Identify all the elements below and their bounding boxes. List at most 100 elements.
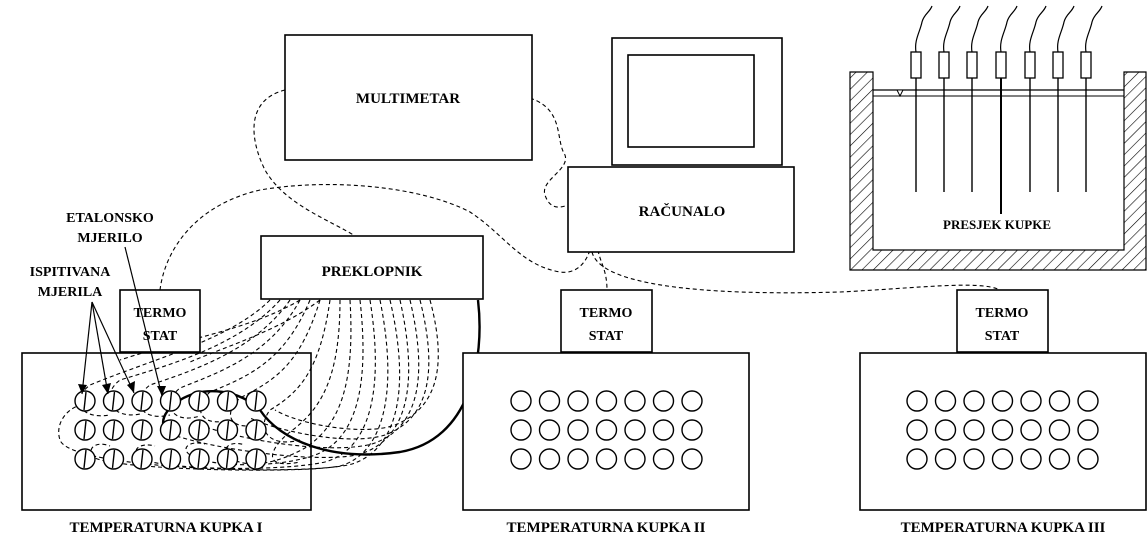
inserted-sensor	[140, 391, 144, 411]
thermostat-2-line1: TERMO	[580, 306, 633, 321]
ispitivana-line2: MJERILA	[38, 285, 103, 300]
dashed-cables	[58, 89, 1001, 471]
bath-hole	[963, 419, 985, 441]
bath-hole	[991, 390, 1014, 412]
bath-hole	[624, 448, 646, 470]
thermostat-1-line2: STAT	[143, 329, 178, 344]
inserted-sensor	[254, 449, 258, 469]
bath-3-holes	[906, 390, 1099, 470]
etalonsko-line2: MJERILO	[77, 231, 142, 246]
bath-hole	[624, 419, 646, 441]
bath-hole	[1077, 419, 1099, 441]
thermostat-3-line2: STAT	[985, 329, 1020, 344]
bath-hole	[1048, 448, 1071, 470]
thermostat-1-line1: TERMO	[134, 306, 187, 321]
probe	[1080, 5, 1103, 192]
bath-hole	[510, 448, 532, 470]
cross-section-label: PRESJEK KUPKE	[943, 217, 1051, 232]
bath-2	[462, 352, 750, 511]
bath-hole	[906, 419, 928, 441]
reference-sensor-cable	[161, 299, 481, 456]
inserted-sensor	[197, 449, 201, 469]
probe	[938, 5, 961, 192]
bath-hole	[595, 390, 618, 412]
bath-2-caption: TEMPERATURNA KUPKA II	[507, 520, 706, 536]
inserted-sensor	[140, 420, 144, 440]
bath-1-caption: TEMPERATURNA KUPKA I	[69, 520, 262, 536]
probe-row	[910, 5, 1103, 232]
multimeter-label: MULTIMETAR	[356, 91, 460, 107]
inserted-sensor	[168, 391, 173, 411]
bath-hole	[934, 390, 957, 412]
bath-hole	[934, 448, 957, 470]
inserted-sensor	[140, 449, 144, 469]
bath-hole	[595, 448, 618, 470]
bath-hole	[567, 448, 589, 470]
inserted-sensor	[168, 420, 173, 440]
bath-hole	[652, 390, 675, 412]
bath-hole	[906, 448, 928, 470]
bath-hole	[681, 448, 703, 470]
bath-hole	[1048, 390, 1071, 412]
annotation-tested-sensors: ISPITIVANA MJERILA	[30, 265, 135, 395]
inserted-sensor	[225, 449, 230, 469]
probe	[1052, 5, 1075, 192]
bath-1	[21, 352, 312, 511]
thermostat-3: TERMO STAT	[956, 289, 1049, 353]
etalonsko-line1: ETALONSKO	[66, 211, 154, 226]
ispitivana-line1: ISPITIVANA	[30, 265, 112, 280]
bath-hole	[1048, 419, 1071, 441]
bath-hole	[595, 419, 618, 441]
bath-hole	[567, 419, 589, 441]
bath-hole	[652, 448, 675, 470]
bath-hole	[991, 419, 1014, 441]
thermostat-3-line1: TERMO	[976, 306, 1029, 321]
switch-label: PREKLOPNIK	[322, 264, 423, 280]
bath-hole	[681, 419, 703, 441]
inserted-sensor	[254, 391, 258, 411]
inserted-sensor	[83, 391, 87, 411]
bath-cross-section: PRESJEK KUPKE	[849, 5, 1147, 271]
inserted-sensor	[111, 420, 116, 440]
bath-2-holes	[510, 390, 703, 470]
inserted-sensor	[225, 420, 230, 440]
thermostat-1: TERMO STAT	[119, 289, 201, 353]
bath-hole	[510, 390, 532, 412]
inserted-sensor	[225, 391, 230, 411]
bath-hole	[624, 390, 646, 412]
bath-hole	[1077, 448, 1099, 470]
switch-unit: PREKLOPNIK	[260, 235, 484, 300]
computer-label: RAČUNALO	[639, 203, 726, 220]
computer: RAČUNALO	[567, 37, 795, 253]
bath-hole	[934, 419, 957, 441]
inserted-sensor	[111, 449, 116, 469]
inserted-sensor	[254, 420, 258, 440]
bath-hole	[538, 448, 561, 470]
reference-probe	[995, 5, 1018, 232]
inserted-sensor	[111, 391, 116, 411]
multimeter: MULTIMETAR	[284, 34, 533, 161]
bath-hole	[567, 390, 589, 412]
bath-hole	[991, 448, 1014, 470]
probe	[966, 5, 989, 192]
thermostat-2: TERMO STAT	[560, 289, 653, 353]
bath-hole	[538, 419, 561, 441]
annotation-reference-sensor: ETALONSKO MJERILO	[66, 211, 166, 397]
bath-hole	[510, 419, 532, 441]
bath-hole	[963, 390, 985, 412]
inserted-sensor	[83, 449, 87, 469]
inserted-sensor	[197, 420, 201, 440]
probe	[1024, 5, 1047, 192]
bath-hole	[681, 390, 703, 412]
bath-hole	[963, 448, 985, 470]
bath-1-holes	[74, 390, 267, 470]
bath-hole	[906, 390, 928, 412]
inserted-sensor	[197, 391, 201, 411]
thermostat-2-line2: STAT	[589, 329, 624, 344]
inserted-sensor	[168, 449, 173, 469]
bath-3	[859, 352, 1147, 511]
bath-hole	[538, 390, 561, 412]
probe	[910, 5, 933, 192]
bath-hole	[1020, 448, 1042, 470]
